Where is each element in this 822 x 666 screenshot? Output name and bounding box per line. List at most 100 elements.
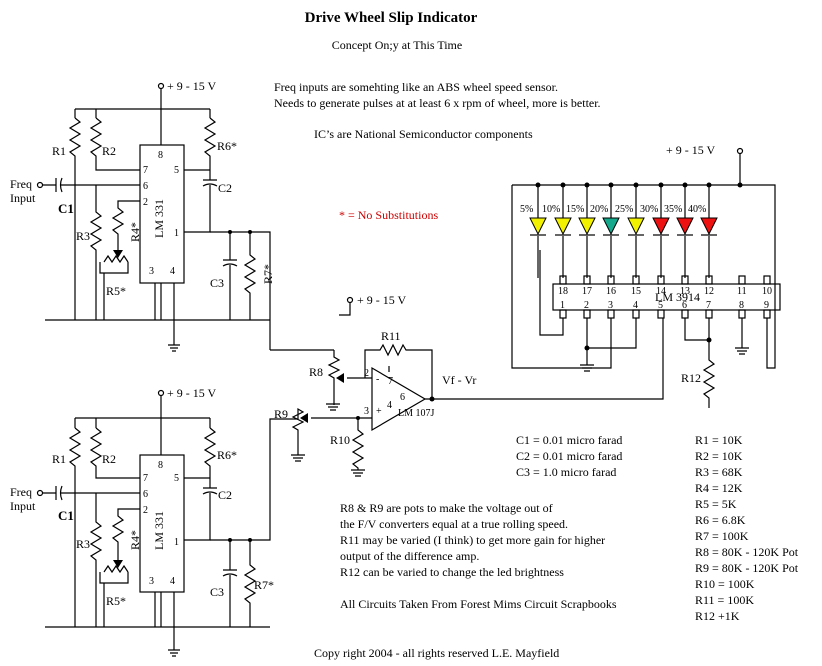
led-1: 5% [520,182,547,278]
led-6: 30% [640,182,670,278]
top-pin-number: 17 [582,286,592,297]
r5-wiper-arrow [113,560,123,568]
c2-label: C2 [218,488,232,502]
r2-label: R2 [102,144,116,158]
opamp-plus: + [376,406,382,417]
r1-label: R1 [52,144,66,158]
potentiometer-r9 [291,407,305,455]
top-pin-number: 10 [762,286,772,297]
c2-label: C2 [218,181,232,195]
led-label: 30% [640,204,658,215]
led-label: 5% [520,204,533,215]
supply-rail [74,396,211,455]
lm3914-label: LM 3914 [655,290,700,304]
description-line: the F/V converters equal at a true rolli… [340,517,568,531]
description-line: R12 can be varied to change the led brig… [340,565,564,579]
pin-1: 1 [174,537,179,548]
c1-label: C1 [58,201,74,216]
description-line: output of the difference amp. [340,549,479,563]
pin-stub [705,275,713,285]
converter-top: + 9 - 15 V R1 R2 LM 331 8 7 6 2 5 1 3 4 … [10,79,275,352]
opamp-pin-6: 6 [400,392,405,403]
opamp-minus: - [376,374,379,385]
lm331-chip [139,454,185,593]
bottom-pin-number: 2 [584,300,589,311]
r3-label: R3 [76,229,90,243]
resistor-r11-feedback [364,318,664,400]
resistor-value: R9 = 80K - 120K Pot [695,561,799,575]
supply-terminal [157,82,165,90]
bottom-pin-number: 5 [658,300,663,311]
pin-8: 8 [158,460,163,471]
resistor-r1 [68,427,82,627]
output-c3-r7 [210,418,298,627]
pin-stub [681,309,689,319]
r8-ground [326,403,340,411]
freq-input-terminal[interactable] [36,181,44,189]
c3-label: C3 [210,276,224,290]
pin-5: 5 [174,473,179,484]
lm331-label: LM 331 [152,199,166,238]
top-pin-number: 11 [737,286,747,297]
resistor-r1 [68,117,82,320]
resistor-r3 [89,493,103,627]
bottom-pin-number: 7 [706,300,711,311]
capacitor-value: C3 = 1.0 micro farad [516,465,616,479]
note-ics: IC’s are National Semiconductor componen… [314,127,533,141]
input-label: Input [10,499,36,513]
bottom-pin-number: 1 [560,300,565,311]
pin-8: 8 [158,150,163,161]
input-label: Input [10,191,36,205]
pin-2: 2 [143,197,148,208]
potentiometer-r5 [99,254,129,274]
freq-label: Freq [10,177,32,191]
copyright-line: Copy right 2004 - all rights reserved L.… [314,646,559,660]
resistor-value: R8 = 80K - 120K Pot [695,545,799,559]
led-label: 15% [566,204,584,215]
r4-label: R4* [128,530,142,550]
pin-stub [705,309,713,319]
ground-rail [45,283,270,345]
pin-stub [738,275,746,285]
credit-line: All Circuits Taken From Forest Mims Circ… [340,597,617,611]
r11-label: R11 [381,329,401,343]
led-label: 10% [542,204,560,215]
pin-7: 7 [143,165,148,176]
pin-6: 6 [143,181,148,192]
r5-wiper-arrow [113,250,123,258]
freq-input-terminal[interactable] [36,489,44,497]
resistor-r2 [89,427,140,479]
top-pin-number: 12 [704,286,714,297]
top-pin-number: 15 [631,286,641,297]
bottom-pin-number: 3 [608,300,613,311]
resistor-value: R4 = 12K [695,481,743,495]
pin-4: 4 [170,576,175,587]
resistor-value: R3 = 68K [695,465,743,479]
c3-label: C3 [210,585,224,599]
resistor-r4 [111,508,140,562]
pin-7: 7 [143,473,148,484]
pin-3: 3 [149,576,154,587]
bottom-pin-number: 6 [682,300,687,311]
opamp-pin-7: 7 [388,376,393,387]
opamp-pin-2: 2 [364,368,369,379]
led-label: 20% [590,204,608,215]
r3-label: R3 [76,537,90,551]
pin-3: 3 [149,266,154,277]
resistor-r3 [89,185,103,320]
resistor-value: R5 = 5K [695,497,737,511]
r10-label: R10 [330,433,350,447]
lm3914-ground-wiring [539,250,637,372]
r12-wiring [684,318,749,408]
pin-stub [632,275,640,285]
led-label: 25% [615,204,633,215]
difference-amp: + 9 - 15 V R8 R9 R10 - + 2 7 3 4 6 LM 10… [270,293,664,477]
lm331-chip [139,144,185,284]
r6-label: R6* [217,448,237,462]
ground-symbol [168,649,180,657]
r7-label: R7* [261,264,275,284]
pin-stub [657,275,665,285]
